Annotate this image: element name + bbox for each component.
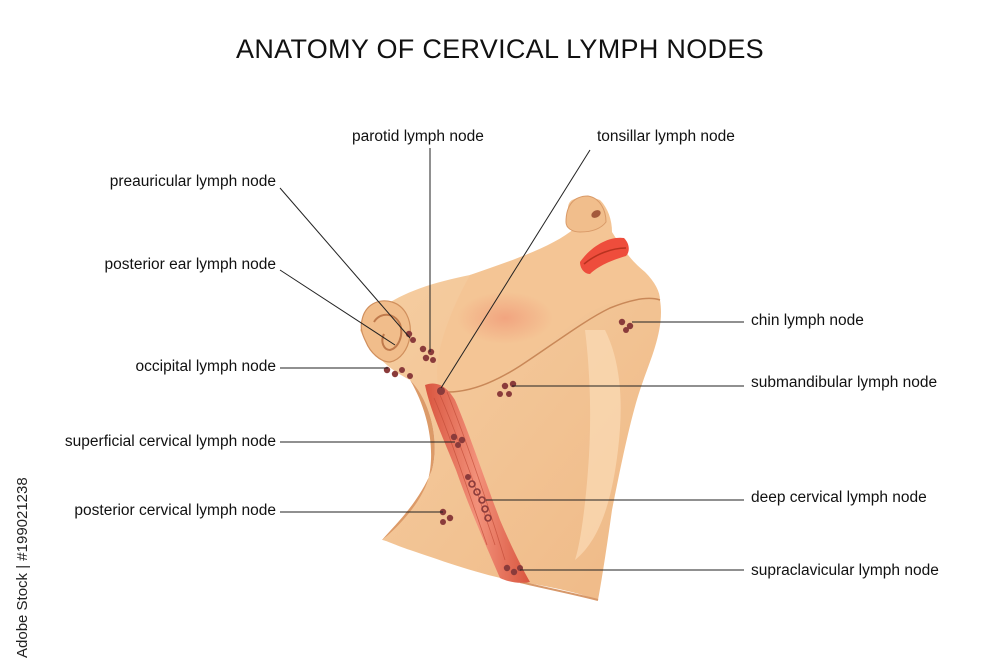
nose — [565, 195, 607, 233]
jaw-line — [447, 297, 661, 393]
label-occipital: occipital lymph node — [135, 358, 276, 375]
lymph-node-deep-cervical — [468, 480, 492, 522]
lymph-node-superficial-cervical — [450, 433, 466, 448]
stock-watermark-id: Adobe Stock | #199021238 — [12, 430, 32, 660]
lymph-node-posterior-cervical — [439, 508, 454, 525]
label-chin: chin lymph node — [751, 312, 864, 329]
label-deep-cervical: deep cervical lymph node — [751, 489, 927, 506]
label-posterior-cervical: posterior cervical lymph node — [74, 502, 276, 519]
lymph-node-deep-cervical-filled — [465, 474, 471, 480]
ear — [360, 300, 411, 363]
label-tonsillar: tonsillar lymph node — [597, 128, 735, 145]
lymph-node-supraclavicular — [503, 564, 523, 576]
lymph-node-parotid — [419, 345, 436, 363]
leader-lines — [279, 148, 744, 571]
lymph-node-tonsillar — [437, 387, 445, 395]
label-superficial-cervical: superficial cervical lymph node — [64, 433, 276, 450]
stock-id-text: Adobe Stock | #199021238 — [14, 477, 31, 658]
lymph-node-submandibular — [497, 380, 517, 397]
lips — [580, 237, 629, 274]
label-parotid: parotid lymph node — [352, 128, 484, 145]
throat-highlight — [575, 330, 621, 560]
label-posterior-ear: posterior ear lymph node — [104, 256, 276, 273]
sternocleidomastoid-muscle — [425, 383, 530, 583]
label-submandibular: submandibular lymph node — [751, 374, 938, 391]
diagram-title: ANATOMY OF CERVICAL LYMPH NODES — [236, 34, 764, 64]
label-supraclavicular: supraclavicular lymph node — [751, 562, 939, 579]
label-preauricular: preauricular lymph node — [109, 173, 276, 190]
lymph-node-chin — [618, 318, 634, 333]
